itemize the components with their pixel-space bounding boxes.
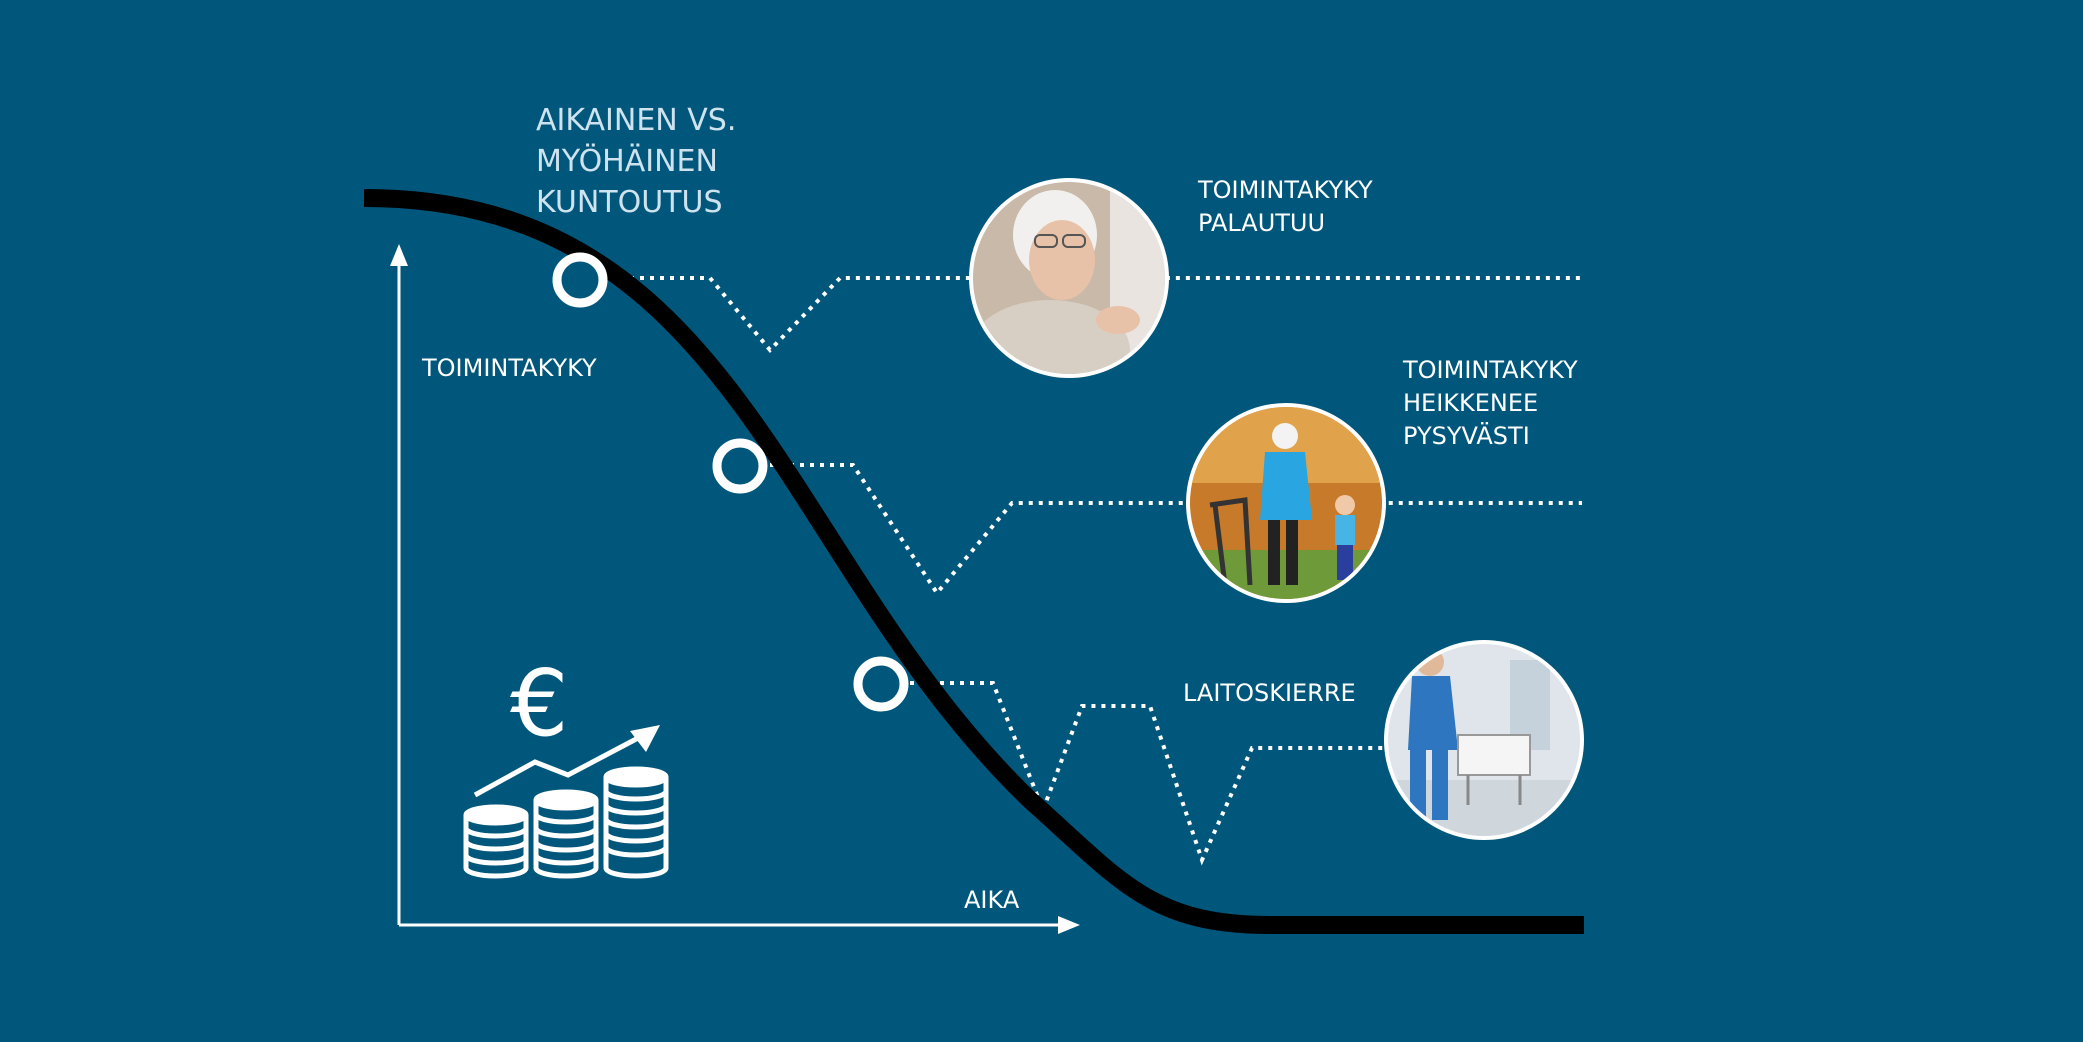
title-line-3: KUNTOUTUS xyxy=(536,185,723,220)
outcome-1-line-2: PALAUTUU xyxy=(1198,209,1325,237)
outcome-3-line-1: LAITOSKIERRE xyxy=(1183,679,1356,707)
title-line-1: AIKAINEN VS. xyxy=(536,103,736,138)
euro-coins-rising-cost-icon: € xyxy=(463,650,669,879)
woman-with-walker-photo xyxy=(1186,403,1386,603)
intervention-point-early xyxy=(552,252,608,308)
intervention-point-late xyxy=(853,656,909,712)
title-line-2: MYÖHÄINEN xyxy=(536,143,718,179)
hospital-corridor-photo xyxy=(1384,640,1584,840)
outcome-2-line-3: PYSYVÄSTI xyxy=(1403,421,1530,450)
outcome-2-line-2: HEIKKENEE xyxy=(1403,389,1538,417)
outcome-1-line-1: TOIMINTAKYKY xyxy=(1197,176,1373,204)
x-axis-arrowhead xyxy=(1058,916,1080,934)
outcome-2-line-1: TOIMINTAKYKY xyxy=(1402,356,1578,384)
trend-arrowhead xyxy=(630,725,660,752)
euro-icon: € xyxy=(510,650,569,757)
y-axis-label: TOIMINTAKYKY xyxy=(421,354,597,382)
trajectory-institution-cycle xyxy=(880,681,1420,866)
intervention-point-middle xyxy=(712,438,768,494)
x-axis-label: AIKA xyxy=(964,886,1020,914)
y-axis-arrowhead xyxy=(390,244,408,266)
coin-stack-icon xyxy=(463,766,669,879)
trend-arrow-icon xyxy=(473,734,642,798)
